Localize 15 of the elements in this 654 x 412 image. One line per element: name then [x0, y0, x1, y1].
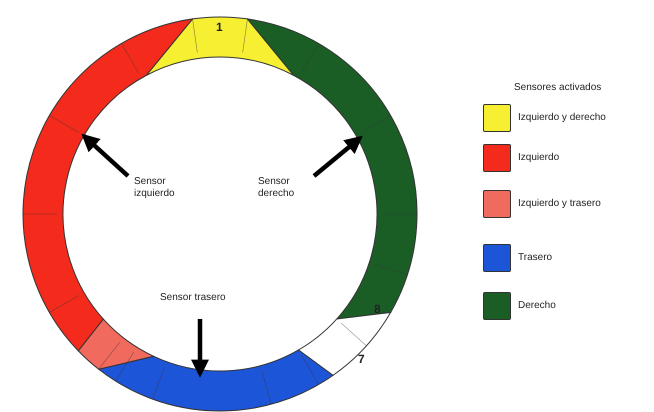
arrow [312, 136, 363, 178]
arrow [191, 319, 209, 378]
arrow [81, 134, 130, 178]
legend-label: Izquierdo y derecho [518, 112, 606, 123]
legend-label: Izquierdo [518, 152, 560, 163]
segment-number: 7 [358, 352, 365, 366]
legend-label: Izquierdo y trasero [518, 198, 601, 209]
sensor-label: Sensor izquierdo [134, 176, 184, 200]
legend-title: Sensores activados [514, 82, 602, 93]
segment-number: 1 [216, 20, 223, 34]
segment-number: 8 [374, 302, 381, 316]
legend-label: Trasero [518, 252, 552, 263]
sensor-label: Sensor derecho [258, 176, 303, 200]
sensor-label: Sensor trasero [160, 292, 250, 304]
legend-label: Derecho [518, 300, 556, 311]
